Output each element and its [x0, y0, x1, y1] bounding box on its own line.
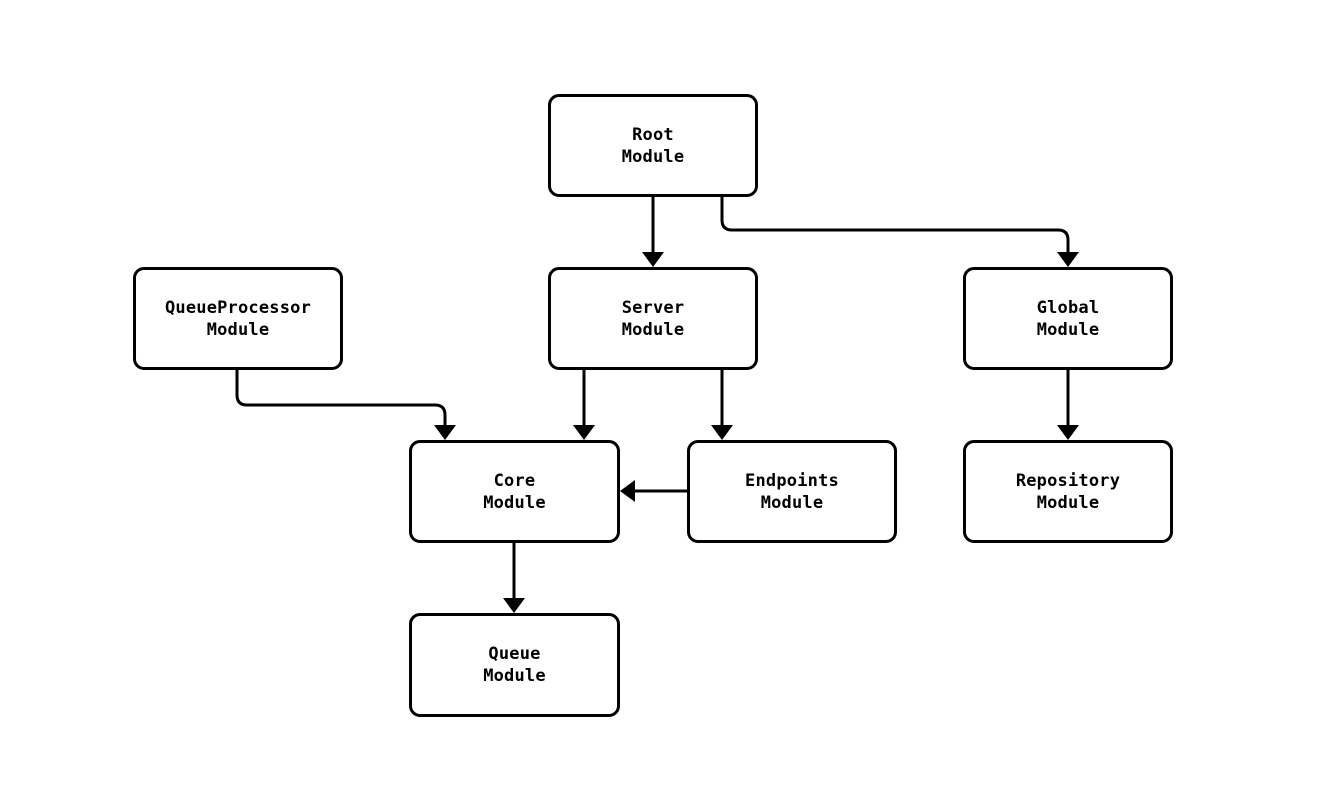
node-global[interactable]: Global Module — [963, 267, 1173, 370]
node-label-server: Server Module — [621, 297, 685, 340]
node-server[interactable]: Server Module — [548, 267, 758, 370]
node-endpoints[interactable]: Endpoints Module — [687, 440, 897, 543]
arrowhead-root-to-server — [642, 252, 664, 267]
node-label-endpoints: Endpoints Module — [745, 470, 839, 513]
node-label-core: Core Module — [483, 470, 546, 513]
node-queueprocessor[interactable]: QueueProcessor Module — [133, 267, 343, 370]
arrowhead-core-to-queue — [503, 598, 525, 613]
node-label-repository: Repository Module — [1015, 470, 1121, 513]
edge-root-to-global — [720, 197, 1070, 259]
arrowhead-root-to-global — [1057, 252, 1079, 267]
arrowhead-global-to-repository — [1057, 425, 1079, 440]
node-label-queue: Queue Module — [483, 644, 546, 686]
node-label-global: Global Module — [1036, 297, 1100, 340]
arrowhead-server-to-endpoints — [711, 425, 733, 440]
node-root[interactable]: Root Module — [548, 94, 758, 197]
arrowhead-queueprocessor-to-core — [434, 425, 456, 440]
node-repository[interactable]: Repository Module — [963, 440, 1173, 543]
node-label-root: Root Module — [621, 124, 685, 167]
node-queue[interactable]: Queue Module — [409, 613, 620, 717]
node-core[interactable]: Core Module — [409, 440, 620, 543]
edge-queueprocessor-to-core — [235, 370, 447, 432]
arrowhead-server-to-core — [573, 425, 595, 440]
node-label-queueprocessor: QueueProcessor Module — [164, 297, 312, 340]
arrowhead-endpoints-to-core — [620, 480, 635, 502]
